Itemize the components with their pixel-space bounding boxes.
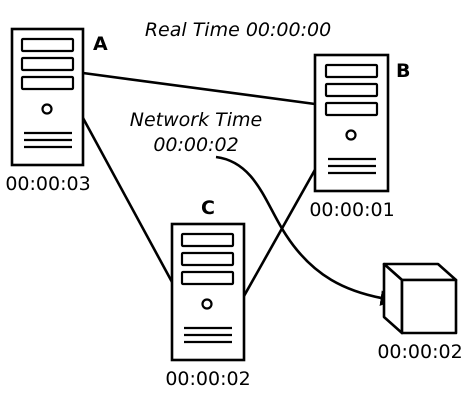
box-icon: [382, 262, 458, 335]
server-c: [170, 222, 246, 362]
server-c-drive-3: [180, 270, 235, 286]
server-b-drive-3: [324, 101, 379, 117]
server-b-power-button: [345, 129, 357, 141]
server-a-letter: A: [93, 33, 108, 55]
server-a-power-button: [41, 103, 53, 115]
server-a: [10, 27, 85, 167]
connection-lines: [81, 71, 318, 297]
real-time-label: Real Time 00:00:00: [145, 19, 331, 41]
server-a-vent: [24, 131, 72, 149]
server-b: [313, 53, 390, 193]
server-a-drive-2: [20, 56, 75, 72]
link-b-c: [242, 167, 318, 297]
link-a-b: [82, 71, 316, 106]
link-a-c: [81, 117, 174, 283]
server-b-letter: B: [396, 60, 410, 82]
server-c-drive-2: [180, 251, 235, 267]
server-c-vent: [184, 326, 232, 344]
network-time-arrow: [215, 155, 397, 306]
server-a-drive-1: [20, 37, 75, 53]
server-c-letter: C: [201, 197, 215, 219]
server-b-drive-1: [324, 63, 379, 79]
network-time-value: 00:00:02: [153, 134, 238, 156]
server-c-power-button: [201, 298, 213, 310]
server-a-drive-3: [20, 75, 75, 91]
network-time-title: Network Time: [130, 109, 262, 131]
box-time: 00:00:02: [377, 341, 462, 363]
server-b-vent: [328, 157, 376, 175]
server-c-time: 00:00:02: [165, 368, 250, 390]
box-front-face: [400, 278, 458, 335]
server-a-time: 00:00:03: [5, 173, 90, 195]
server-b-time: 00:00:01: [309, 199, 394, 221]
server-b-drive-2: [324, 82, 379, 98]
server-c-drive-1: [180, 232, 235, 248]
